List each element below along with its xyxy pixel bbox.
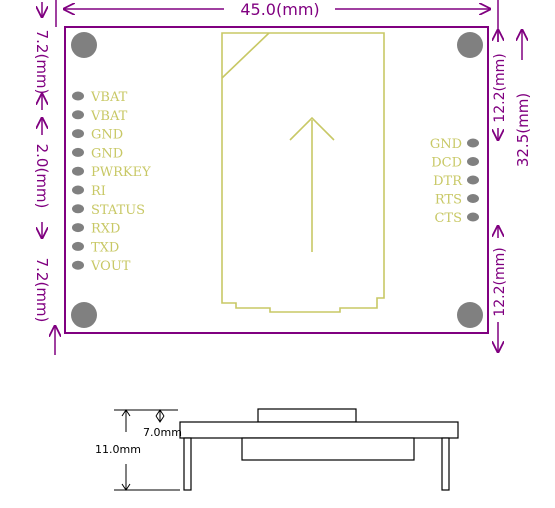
side-view-bottom-component	[241, 437, 415, 461]
dim-right-bottom-label: 12.2(mm)	[492, 247, 508, 316]
right-pin-label: GND	[430, 137, 462, 152]
side-view	[179, 408, 459, 491]
mounting-hole-top-right	[457, 32, 483, 58]
side-view-board	[179, 421, 459, 439]
left-pin: VBAT	[72, 109, 128, 124]
pin-pad	[72, 241, 84, 251]
right-pin-label: DTR	[433, 174, 463, 189]
left-pin-label: STATUS	[91, 203, 145, 218]
dim-left-mid-label: 2.0(mm)	[33, 144, 51, 209]
pin-pad	[72, 166, 84, 176]
pin-pad	[72, 260, 84, 270]
left-pin: VOUT	[72, 259, 131, 274]
pin-pad	[467, 175, 479, 185]
pin-pad	[72, 91, 84, 101]
left-pin: RI	[72, 184, 106, 199]
side-view-total-height-label: 11.0mm	[95, 443, 141, 456]
left-pin: GND	[72, 146, 123, 161]
left-pin: RXD	[72, 222, 120, 237]
pin-pad	[72, 147, 84, 157]
left-pin: PWRKEY	[72, 165, 151, 180]
left-pin-label: TXD	[91, 240, 119, 255]
mounting-hole-bottom-left	[71, 302, 97, 328]
left-pin-label: RI	[91, 184, 106, 199]
dim-right-height-label: 32.5(mm)	[514, 93, 532, 167]
left-pin-label: GND	[91, 146, 123, 161]
pin-pad	[72, 204, 84, 214]
card-holder-outline	[221, 32, 385, 313]
card-holder-corner-cut	[221, 32, 270, 79]
left-pin-label: VBAT	[90, 109, 128, 124]
side-view-pin-left	[183, 437, 192, 491]
left-pin-header: VBAT VBAT GND GND PWRKEY RI STATUS RXD TXD VOUT	[72, 90, 151, 274]
left-pin-label: RXD	[91, 222, 120, 237]
right-pin: CTS	[434, 211, 479, 226]
dim-right-top-label: 12.2(mm)	[492, 53, 508, 122]
right-pin-label: CTS	[434, 211, 462, 226]
left-pin-label: VBAT	[90, 90, 128, 105]
right-pin: GND	[430, 137, 479, 152]
pin-pad	[467, 212, 479, 222]
right-pin: RTS	[435, 193, 479, 208]
pin-pad	[72, 110, 84, 120]
right-pin: DCD	[431, 156, 479, 171]
side-view-dimensions	[114, 409, 180, 491]
mounting-hole-bottom-right	[457, 302, 483, 328]
left-pin-label: GND	[91, 128, 123, 143]
pin-pad	[467, 194, 479, 203]
dim-left-bottom-label: 7.2(mm)	[33, 258, 51, 323]
right-pin-header: GND DCD DTR RTS CTS	[430, 137, 479, 226]
board-outline	[64, 26, 489, 334]
dim-width-label: 45.0(mm)	[240, 0, 319, 19]
pin-pad	[467, 138, 479, 148]
left-pin: VBAT	[72, 90, 128, 105]
side-view-top-component	[257, 408, 357, 423]
pin-pad	[72, 223, 84, 233]
right-pin: DTR	[433, 174, 479, 189]
side-view-inner-height-label: 7.0mm	[143, 426, 182, 439]
pin-pad	[467, 157, 479, 166]
mounting-hole-top-left	[71, 32, 97, 58]
left-pin-label: VOUT	[90, 259, 131, 274]
right-pin-label: DCD	[431, 156, 462, 171]
left-pin-label: PWRKEY	[91, 165, 151, 180]
left-pin: STATUS	[72, 203, 145, 218]
insert-direction-arrow-head	[289, 116, 335, 141]
left-pin: GND	[72, 128, 123, 143]
right-pin-label: RTS	[435, 193, 462, 208]
pin-pad	[72, 185, 84, 195]
dim-left-top-label: 7.2(mm)	[33, 30, 51, 95]
left-pin: TXD	[72, 240, 119, 255]
pin-pad	[72, 129, 84, 139]
side-view-pin-right	[441, 437, 450, 491]
